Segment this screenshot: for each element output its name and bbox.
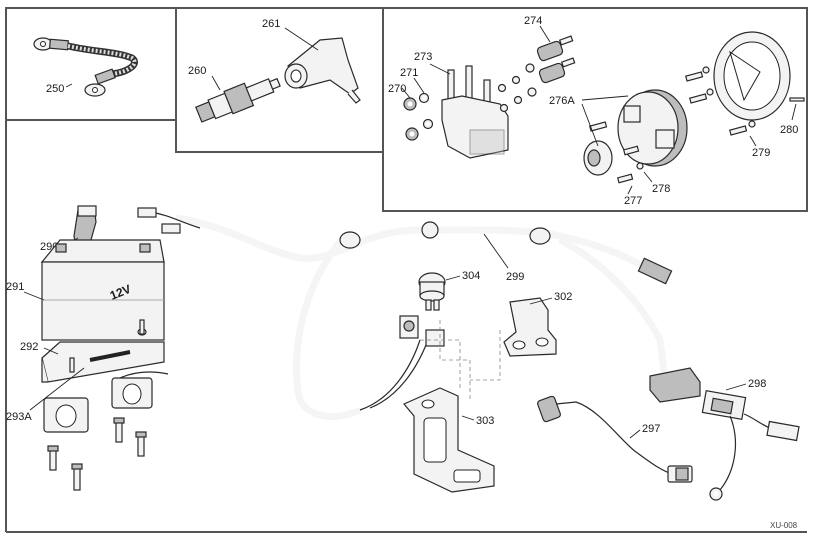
callout-292: 292 (20, 341, 38, 353)
panel-frames (5, 7, 808, 533)
battery-cable-250 (33, 37, 138, 97)
callout-276A: 276A (549, 95, 575, 107)
bracket-303 (403, 387, 495, 493)
callout-298: 298 (748, 378, 766, 390)
connector-298 (649, 367, 800, 501)
bolts-277-278 (589, 121, 644, 184)
battery-291: 12V (40, 239, 165, 341)
battery-tray-292 (41, 319, 165, 383)
switch-304 (418, 272, 446, 311)
flywheel-276A (583, 89, 688, 176)
connector-engine (637, 257, 673, 285)
spark-plug-cap-261 (284, 37, 361, 104)
frame-battery-cable (5, 7, 177, 121)
nuts-270-271 (403, 92, 434, 141)
clamps-293A (43, 371, 169, 491)
figure-code: XU-008 (770, 521, 798, 530)
callout-279: 279 (752, 147, 770, 159)
connector-spade-b (161, 223, 181, 234)
callout-302: 302 (554, 291, 572, 303)
bracket-302 (503, 297, 557, 357)
callout-250: 250 (46, 83, 64, 95)
bolts-279 (685, 66, 756, 136)
dashed-guides (420, 320, 501, 400)
lead-297 (537, 395, 693, 483)
callout-273: 273 (414, 51, 432, 63)
callout-278: 278 (652, 183, 670, 195)
stator-plate-280 (713, 31, 805, 121)
callout-271: 271 (400, 67, 418, 79)
spark-plug-260 (195, 77, 281, 123)
callout-260: 260 (188, 65, 206, 77)
callout-291: 291 (6, 281, 24, 293)
callout-277: 277 (624, 195, 642, 207)
ignition-coil-273 (441, 65, 509, 159)
callout-280: 280 (780, 124, 798, 136)
callout-293A: 293A (6, 411, 32, 423)
key-switch-connector (399, 315, 445, 347)
callout-304: 304 (462, 270, 480, 282)
callout-297: 297 (642, 423, 660, 435)
callout-274: 274 (524, 15, 542, 27)
wiring-harness-299 (137, 207, 673, 421)
rubber-mounts-274 (497, 35, 576, 113)
callout-299: 299 (506, 271, 524, 283)
callout-261: 261 (262, 18, 280, 30)
callout-303: 303 (476, 415, 494, 427)
connector-spade-a (137, 207, 157, 218)
callout-270: 270 (388, 83, 406, 95)
